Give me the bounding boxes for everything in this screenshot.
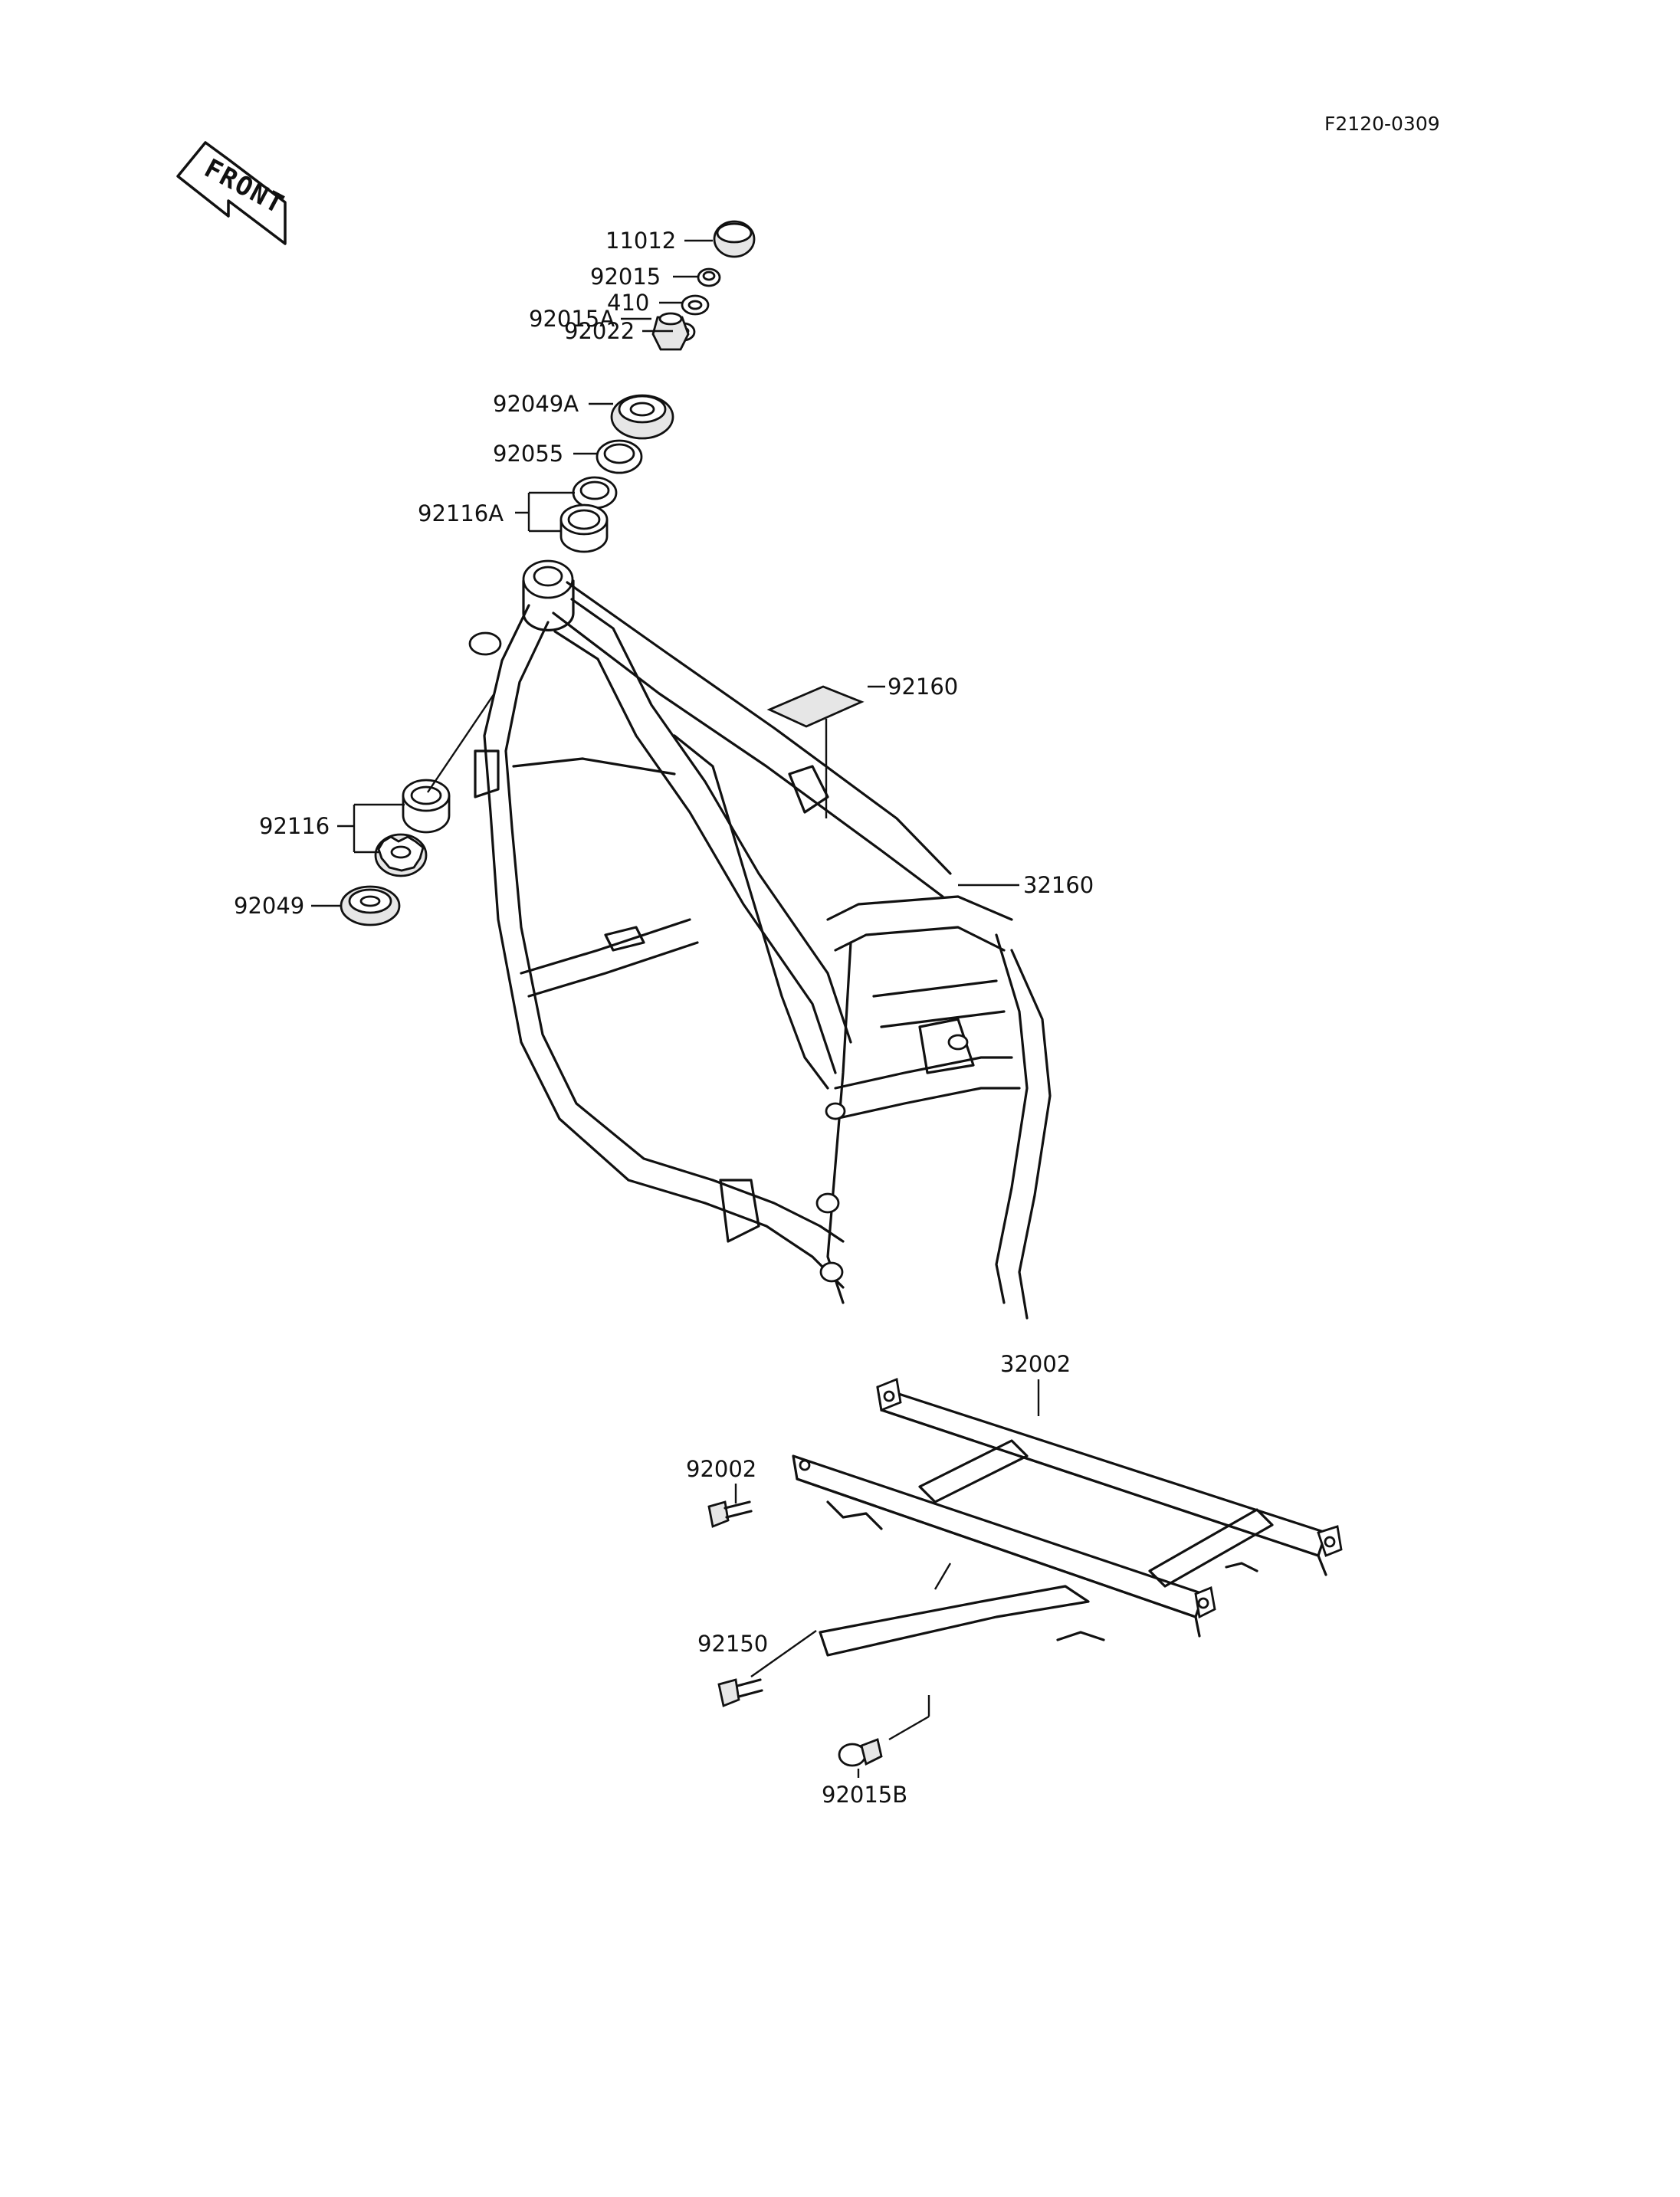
front-arrow-icon: FRONT	[176, 141, 290, 245]
lower-bearing-icon	[374, 833, 428, 877]
label-92116: 92116	[259, 813, 330, 839]
washer-icon	[681, 294, 710, 316]
label-410: 410	[607, 290, 649, 316]
label-92002: 92002	[686, 1456, 756, 1482]
race-lower-icon	[559, 503, 609, 553]
leader-lines	[311, 239, 1040, 1778]
part-labels: 11012 92015 410 92022 92015A 92049A 9205…	[234, 228, 1094, 1808]
cap-icon	[713, 220, 756, 258]
bearing-icon	[610, 394, 674, 440]
lower-bearing-parts	[340, 779, 451, 926]
label-92015A: 92015A	[529, 306, 615, 332]
seal-icon	[596, 439, 643, 474]
label-92049: 92049	[234, 893, 304, 919]
label-92015: 92015	[590, 264, 661, 290]
label-92160: 92160	[888, 674, 958, 700]
label-32002: 32002	[1000, 1351, 1071, 1377]
nut-icon	[697, 267, 721, 287]
label-92150: 92150	[697, 1631, 768, 1657]
label-92055: 92055	[493, 441, 563, 467]
main-frame	[468, 559, 1052, 1320]
label-92116A: 92116A	[418, 500, 504, 526]
bolt-92150-icon	[717, 1678, 763, 1707]
bolt-92002-icon	[707, 1500, 753, 1528]
lower-race-icon	[402, 779, 451, 834]
label-92015B: 92015B	[822, 1782, 907, 1808]
label-92022: 92022	[564, 318, 635, 344]
race-upper-icon	[572, 476, 618, 510]
label-92049A: 92049A	[493, 391, 579, 417]
stem-nut-icon	[651, 312, 690, 351]
figure-id: F2120-0309	[1324, 113, 1440, 135]
label-11012: 11012	[605, 228, 676, 254]
collar-92015B-icon	[838, 1738, 883, 1767]
sub-frame	[792, 1378, 1343, 1657]
label-32160: 32160	[1023, 872, 1094, 898]
lower-seal-bearing-icon	[340, 885, 401, 926]
